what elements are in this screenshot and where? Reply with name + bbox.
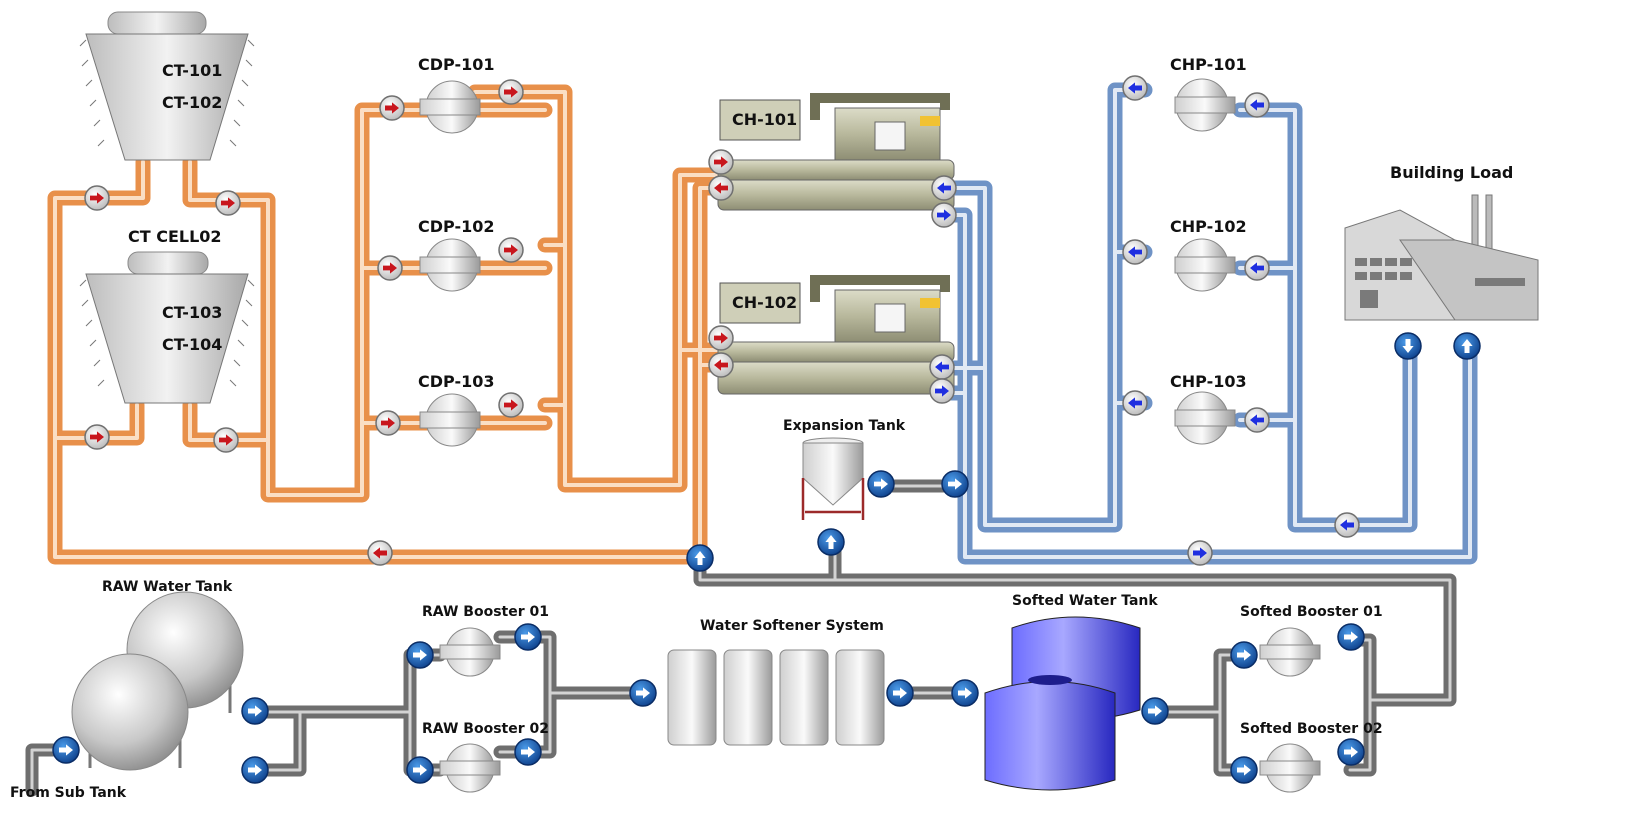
red-arrow-icon: [379, 95, 405, 121]
flow-arrow-button[interactable]: [817, 528, 845, 556]
flow-arrow-button[interactable]: [406, 756, 434, 784]
flow-arrow-button[interactable]: [1337, 738, 1365, 766]
cooling-tower-cell-01: CT-101 CT-102: [79, 11, 255, 161]
ch-101-label: CH-101: [732, 110, 797, 129]
red-arrow-icon: [84, 424, 110, 450]
raw-booster-02-pump: [439, 743, 501, 793]
flow-arrow-button[interactable]: [52, 736, 80, 764]
chilled-pump-chp-103: [1174, 391, 1236, 445]
red-arrow-icon: [498, 79, 524, 105]
flow-arrow-button[interactable]: [951, 679, 979, 707]
cdp-102-label: CDP-102: [418, 217, 495, 236]
flow-arrow-button[interactable]: [867, 470, 895, 498]
condenser-pump-cdp-103: [419, 393, 481, 447]
blue-arrow-icon: [1122, 390, 1148, 416]
raw-booster-02-label: RAW Booster 02: [422, 721, 549, 737]
blue-arrow-icon: [1122, 75, 1148, 101]
ch-102-label: CH-102: [732, 293, 797, 312]
blue-arrow-icon: [1334, 512, 1360, 538]
flow-arrow-button[interactable]: [406, 641, 434, 669]
cdp-103-label: CDP-103: [418, 372, 495, 391]
blue-arrow-icon: [931, 202, 957, 228]
ct-cell02-label: CT CELL02: [128, 227, 222, 246]
cooling-tower-cell-02: CT-103 CT-104: [79, 251, 255, 404]
expansion-tank: [801, 437, 865, 520]
from-sub-tank-label: From Sub Tank: [10, 785, 127, 801]
chilled-water-pipes: [937, 82, 1478, 565]
blue-arrow-icon: [929, 378, 955, 404]
softed-booster-01-label: Softed Booster 01: [1240, 604, 1383, 620]
ct-101-label: CT-101: [162, 61, 222, 80]
flow-arrow-button[interactable]: [1394, 332, 1422, 360]
flow-arrow-button[interactable]: [886, 679, 914, 707]
blue-arrow-icon: [1244, 92, 1270, 118]
flow-arrow-button[interactable]: [241, 697, 269, 725]
expansion-tank-label: Expansion Tank: [783, 418, 906, 434]
flow-arrow-button[interactable]: [629, 679, 657, 707]
raw-booster-01-label: RAW Booster 01: [422, 604, 549, 620]
flow-arrow-button[interactable]: [1453, 332, 1481, 360]
red-arrow-icon: [498, 392, 524, 418]
softed-booster-02-label: Softed Booster 02: [1240, 721, 1383, 737]
red-arrow-icon: [375, 410, 401, 436]
flow-arrow-button[interactable]: [941, 470, 969, 498]
blue-arrow-icon: [1122, 239, 1148, 265]
raw-water-tank: [71, 591, 244, 771]
softed-water-tank: [984, 616, 1141, 791]
flow-arrow-button[interactable]: [1230, 641, 1258, 669]
chiller-ch-102: CH-102: [717, 275, 955, 395]
raw-water-tank-label: RAW Water Tank: [102, 579, 233, 595]
softed-booster-02-pump: [1259, 743, 1321, 793]
flow-arrow-button[interactable]: [514, 623, 542, 651]
softed-water-tank-label: Softed Water Tank: [1012, 593, 1158, 609]
chp-103-label: CHP-103: [1170, 372, 1247, 391]
flow-arrow-button[interactable]: [514, 738, 542, 766]
blue-arrow-icon: [929, 354, 955, 380]
blue-arrow-icon: [931, 175, 957, 201]
building-load-label: Building Load: [1390, 163, 1513, 182]
flow-arrow-button[interactable]: [686, 544, 714, 572]
chiller-ch-101: CH-101: [717, 93, 955, 211]
red-arrow-icon: [215, 190, 241, 216]
flow-arrow-button[interactable]: [1230, 756, 1258, 784]
red-arrow-icon: [377, 255, 403, 281]
water-softener-system-label: Water Softener System: [700, 618, 884, 634]
red-arrow-icon: [708, 149, 734, 175]
water-softener-system: [667, 649, 885, 746]
flow-arrow-button[interactable]: [1141, 697, 1169, 725]
blue-arrow-icon: [1244, 407, 1270, 433]
blue-arrow-icon: [1187, 540, 1213, 566]
flow-buttons: [52, 332, 1481, 784]
red-arrow-icon: [498, 237, 524, 263]
chp-102-label: CHP-102: [1170, 217, 1247, 236]
red-arrow-icon: [84, 185, 110, 211]
flow-arrow-button[interactable]: [1337, 623, 1365, 651]
red-arrow-icon: [213, 427, 239, 453]
red-arrow-icon: [367, 540, 393, 566]
blue-flow-arrows: [929, 75, 1360, 566]
softed-booster-01-pump: [1259, 627, 1321, 677]
building-load-factory-icon: [1344, 194, 1539, 321]
red-arrow-icon: [708, 175, 734, 201]
chp-101-label: CHP-101: [1170, 55, 1247, 74]
ct-104-label: CT-104: [162, 335, 222, 354]
cdp-101-label: CDP-101: [418, 55, 495, 74]
red-arrow-icon: [708, 325, 734, 351]
red-arrow-icon: [708, 352, 734, 378]
blue-arrow-icon: [1244, 255, 1270, 281]
ct-103-label: CT-103: [162, 303, 222, 322]
condenser-pump-cdp-102: [419, 238, 481, 292]
ct-102-label: CT-102: [162, 93, 222, 112]
red-flow-arrows: [84, 79, 734, 566]
chilled-pump-chp-102: [1174, 238, 1236, 292]
condenser-pump-cdp-101: [419, 80, 481, 134]
flow-arrow-button[interactable]: [241, 756, 269, 784]
chilled-pump-chp-101: [1174, 78, 1236, 132]
raw-booster-01-pump: [439, 627, 501, 677]
